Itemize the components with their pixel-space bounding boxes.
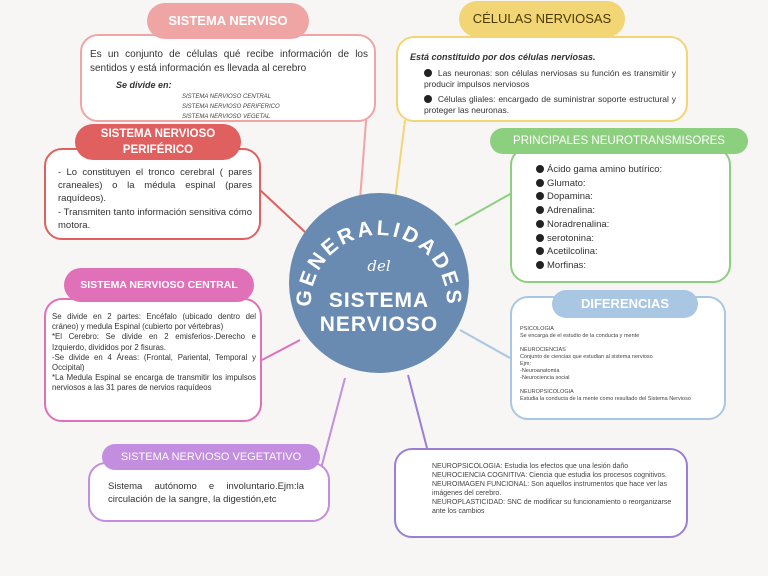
celulas-box[interactable]: Está constituido por dos células nervios… [396, 36, 688, 122]
list-item: Acetilcolina: [536, 245, 662, 259]
diferencias-text: PSICOLOGIA Se encarga de el estudio de l… [520, 326, 720, 403]
list-item: serotonina: [536, 232, 662, 246]
connector-periferico [259, 189, 306, 233]
neuro-line: NEUROIMAGEN FUNCIONAL: Son aquellos inst… [432, 481, 667, 497]
vegetativo-body: Sistema autónomo e involuntario.Ejm:la c… [108, 481, 304, 505]
connector-vegetativo [317, 377, 346, 481]
list-item: Adrenalina: [536, 204, 662, 218]
bullet-icon [536, 247, 544, 256]
bullet-icon [424, 95, 432, 103]
neurotransmisores-title[interactable]: PRINCIPALES NEUROTRANSMISORES [490, 128, 748, 154]
periferico-title[interactable]: SISTEMA NERVIOSO PERIFÉRICO [75, 124, 241, 160]
diferencias-line: Ejm: [520, 361, 531, 367]
bullet-icon [536, 192, 544, 201]
se-divide-item: SISTEMA NERVIOSO VEGETAL [182, 114, 271, 120]
diferencias-spacer [520, 382, 720, 389]
diferencias-line: PSICOLOGIA [520, 326, 554, 332]
neuro-line: NEUROPSICOLOGIA: Estudia los efectos que… [432, 463, 629, 470]
neuro-definitions-text: NEUROPSICOLOGIA: Estudia los efectos que… [432, 462, 682, 516]
periferico-title-line1: SISTEMA NERVIOSO [100, 128, 216, 140]
neuro-line: NEUROCIENCIA COGNITIVA: Ciencia que estu… [432, 472, 667, 479]
central-line: *La Medula Espinal se encarga de transmi… [52, 373, 256, 393]
list-item: Morfinas: [536, 259, 662, 273]
periferico-title-line2: PERIFÉRICO [122, 144, 194, 156]
diferencias-box[interactable]: PSICOLOGIA Se encarga de el estudio de l… [510, 296, 726, 420]
center-arc: GENERALIDADES [292, 217, 462, 308]
vegetativo-title[interactable]: SISTEMA NERVIOSO VEGETATIVO [102, 444, 320, 470]
center-title-line2: NERVIOSO [319, 313, 439, 336]
bullet-icon [536, 233, 544, 242]
bullet-icon [536, 206, 544, 215]
periferico-box[interactable]: - Lo constituyen el tronco cerebral ( pa… [44, 148, 261, 240]
central-line: Se divide en 2 partes: Encéfalo (ubicado… [52, 312, 256, 332]
central-text: Se divide en 2 partes: Encéfalo (ubicado… [52, 312, 256, 394]
bullet-icon [536, 165, 544, 173]
vegetativo-box[interactable]: Sistema autónomo e involuntario.Ejm:la c… [88, 462, 330, 522]
se-divide-label: Se divide en: [116, 80, 172, 90]
periferico-line: - Lo constituyen el tronco cerebral ( pa… [58, 167, 252, 204]
neuro-definitions-box[interactable]: NEUROPSICOLOGIA: Estudia los efectos que… [394, 448, 688, 538]
central-box[interactable]: Se divide en 2 partes: Encéfalo (ubicado… [44, 298, 262, 422]
center-title-line1: SISTEMA [328, 289, 430, 312]
bullet-icon [536, 219, 544, 228]
list-item: Ácido gama amino butírico: [536, 163, 662, 177]
celulas-title[interactable]: CÉLULAS NERVIOSAS [459, 1, 625, 37]
center-connector: del [367, 257, 391, 275]
bullet-icon [424, 69, 432, 77]
celulas-item: Células gliales: encargado de suministra… [424, 94, 676, 115]
neurotransmisores-list: Ácido gama amino butírico: Glumato: Dopa… [536, 163, 662, 273]
neurotransmisores-box[interactable]: Ácido gama amino butírico: Glumato: Dopa… [510, 147, 731, 283]
diferencias-line: -Neurociencia social [520, 375, 570, 381]
connector-central [261, 339, 301, 361]
list-item: Noradrenalina: [536, 218, 662, 232]
se-divide-item: SISTEMA NERVIOSO PERIFERICO [182, 104, 280, 110]
list-item: Glumato: [536, 177, 662, 191]
center-title: SISTEMA NERVIOSO [289, 289, 469, 337]
diferencias-line: NEUROCIENCIAS [520, 347, 566, 353]
diferencias-title[interactable]: DIFERENCIAS [552, 290, 698, 318]
diferencias-spacer [520, 340, 720, 347]
sistema-nerviso-body: Es un conjunto de células qué recibe inf… [90, 49, 368, 74]
connector-celulas [394, 119, 406, 201]
diferencias-line: Estudia la conducta de la mente como res… [520, 396, 691, 402]
diferencias-line: Se encarga de el estudio de la conducta … [520, 333, 640, 339]
list-item: Dopamina: [536, 190, 662, 204]
central-line: -Se divide en 4 Áreas: (Frontal, Parient… [52, 352, 256, 373]
celulas-item: Las neuronas: son células nerviosas su f… [424, 68, 676, 89]
neuro-line: NEUROPLASTICIDAD: SNC de modificar su fu… [432, 499, 672, 515]
diferencias-line: -Neuroanatomia [520, 368, 560, 374]
connector-neuro-box [407, 374, 429, 453]
bullet-icon [536, 260, 544, 269]
diferencias-line: NEUROPSICOLOGIA [520, 389, 574, 395]
connector-diferencias [459, 329, 511, 359]
se-divide-item: SISTEMA NERVIOSO CENTRAL [182, 94, 272, 100]
diferencias-line: Conjunto de ciencias que estudian al sis… [520, 354, 653, 360]
sistema-nerviso-box[interactable]: Es un conjunto de células qué recibe inf… [80, 34, 376, 122]
central-line: *El Cerebro: Se divide en 2 emisferios-.… [52, 332, 256, 352]
periferico-line: - Transmiten tanto información sensitiva… [58, 207, 252, 231]
central-topic-circle[interactable]: GENERALIDADES del SISTEMA NERVIOSO [289, 193, 469, 373]
central-title[interactable]: SISTEMA NERVIOSO CENTRAL [64, 268, 254, 302]
se-divide-list: SISTEMA NERVIOSO CENTRAL SISTEMA NERVIOS… [182, 92, 280, 122]
bullet-icon [536, 178, 544, 187]
sistema-nerviso-title[interactable]: SISTEMA NERVISO [147, 3, 309, 39]
celulas-intro: Está constituido por dos células nervios… [410, 52, 596, 62]
